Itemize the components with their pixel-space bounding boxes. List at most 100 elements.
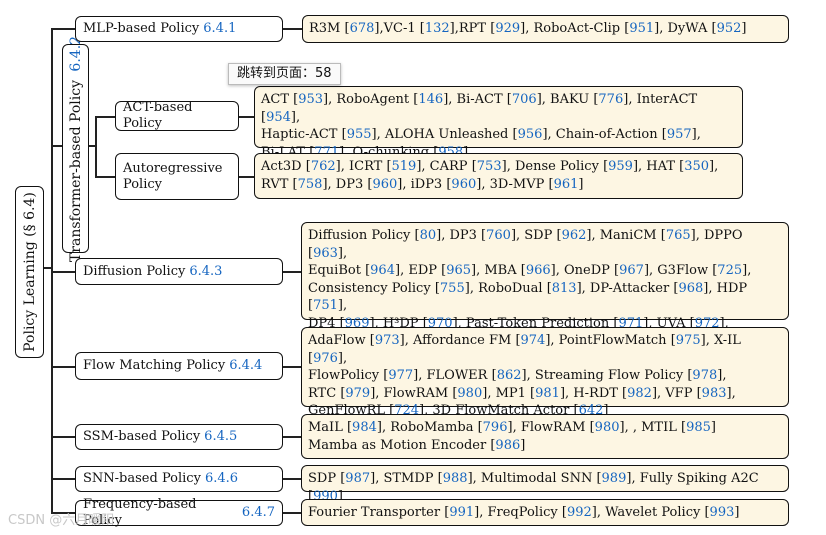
citation-link[interactable]: 967 xyxy=(619,263,644,279)
section-link[interactable]: 6.4.6 xyxy=(204,471,239,486)
citation-link[interactable]: 755 xyxy=(439,280,465,296)
branch-transformer xyxy=(51,145,63,147)
citation-link[interactable]: 519 xyxy=(391,159,417,174)
node-snn: SNN-based Policy 6.4.6 xyxy=(75,466,283,492)
branch-snn xyxy=(51,478,76,480)
leaf-line: Act3D [762], ICRT [519], CARP [753], Den… xyxy=(261,159,719,174)
citation-link[interactable]: 956 xyxy=(517,127,543,143)
citation-link[interactable]: 762 xyxy=(310,159,336,174)
citation-link[interactable]: 964 xyxy=(370,263,395,279)
transformer-connector xyxy=(88,145,96,147)
citation-link[interactable]: 706 xyxy=(511,92,537,107)
leaf-link-act xyxy=(238,116,254,118)
citation-link[interactable]: 962 xyxy=(561,228,587,243)
leaf-line: SDP [987], STMDP [988], Multimodal SNN [… xyxy=(308,471,759,504)
section-link[interactable]: 6.4.1 xyxy=(203,21,237,36)
citation-link[interactable]: 929 xyxy=(495,21,521,36)
citation-link[interactable]: 981 xyxy=(535,385,560,401)
citation-link[interactable]: 982 xyxy=(627,385,652,401)
citation-link[interactable]: 977 xyxy=(388,368,414,384)
citation-link[interactable]: 751 xyxy=(313,298,338,314)
leaf-link-snn xyxy=(282,478,301,480)
citation-link[interactable]: 953 xyxy=(298,92,324,107)
leaf-link-freq xyxy=(282,512,301,514)
citation-link[interactable]: 985 xyxy=(686,420,711,435)
main-trunk-line xyxy=(51,28,53,513)
citation-link[interactable]: 80 xyxy=(419,228,437,243)
leaf-flow: AdaFlow [973], Affordance FM [974], Poin… xyxy=(301,327,789,418)
citation-link[interactable]: 980 xyxy=(594,420,620,435)
node-label: MLP-based Policy xyxy=(83,21,200,36)
citation-link[interactable]: 961 xyxy=(553,176,579,192)
citation-link[interactable]: 975 xyxy=(675,333,701,348)
citation-link[interactable]: 976 xyxy=(313,350,338,366)
citation-link[interactable]: 776 xyxy=(598,92,624,107)
branch-ssm xyxy=(51,436,76,438)
citation-link[interactable]: 991 xyxy=(449,505,475,520)
citation-link[interactable]: 963 xyxy=(313,245,338,261)
citation-link[interactable]: 993 xyxy=(709,505,735,520)
citation-link[interactable]: 968 xyxy=(678,280,704,296)
citation-link[interactable]: 796 xyxy=(482,420,508,435)
section-link[interactable]: 6.4.4 xyxy=(229,358,263,373)
leaf-link-diffusion xyxy=(282,271,301,273)
node-ssm: SSM-based Policy 6.4.5 xyxy=(75,424,283,450)
leaf-link-flow xyxy=(282,366,301,368)
citation-link[interactable]: 979 xyxy=(345,385,371,401)
leaf-line: RVT [758], DP3 [960], iDP3 [960], 3D-MVP… xyxy=(261,176,584,192)
node-label: Autoregressive Policy xyxy=(123,160,223,192)
section-link[interactable]: 6.4.7 xyxy=(241,505,275,520)
citation-link[interactable]: 966 xyxy=(525,263,551,279)
citation-link[interactable]: 758 xyxy=(297,176,323,192)
branch-freq xyxy=(51,512,76,514)
citation-link[interactable]: 973 xyxy=(374,333,400,348)
citation-link[interactable]: 984 xyxy=(352,420,377,435)
citation-link[interactable]: 862 xyxy=(496,368,522,384)
leaf-line: EquiBot [964], EDP [965], MBA [966], One… xyxy=(308,263,752,279)
citation-link[interactable]: 813 xyxy=(551,280,577,296)
node-label: Frequency-based Policy xyxy=(83,497,197,528)
citation-link[interactable]: 678 xyxy=(349,21,375,36)
branch-autoreg xyxy=(95,176,116,178)
leaf-link-mlp xyxy=(282,28,302,30)
citation-link[interactable]: 952 xyxy=(716,21,742,36)
leaf-line: Diffusion Policy [80], DP3 [760], SDP [9… xyxy=(308,228,743,261)
citation-link[interactable]: 146 xyxy=(418,92,444,107)
citation-link[interactable]: 980 xyxy=(457,385,483,401)
citation-link[interactable]: 988 xyxy=(442,471,468,486)
citation-link[interactable]: 954 xyxy=(266,109,291,125)
citation-link[interactable]: 959 xyxy=(608,159,633,174)
citation-link[interactable]: 957 xyxy=(666,127,692,143)
citation-link[interactable]: 951 xyxy=(629,21,655,36)
transformer-title: Transformer-based Policy 6.4.2 xyxy=(68,35,84,261)
leaf-line: RTC [979], FlowRAM [980], MP1 [981], H-R… xyxy=(308,385,736,401)
citation-link[interactable]: 989 xyxy=(601,471,627,486)
citation-link[interactable]: 974 xyxy=(520,333,546,348)
citation-link[interactable]: 955 xyxy=(346,127,372,143)
citation-link[interactable]: 965 xyxy=(446,263,472,279)
watermark: CSDN @六月暖阳 xyxy=(8,513,115,528)
citation-link[interactable]: 983 xyxy=(701,385,727,401)
root-connector-h xyxy=(43,267,51,269)
leaf-line: MaIL [984], RoboMamba [796], FlowRAM [98… xyxy=(308,420,716,435)
section-link[interactable]: 6.4.3 xyxy=(189,263,223,279)
citation-link[interactable]: 753 xyxy=(476,159,502,174)
citation-link[interactable]: 765 xyxy=(665,228,691,243)
citation-link[interactable]: 960 xyxy=(451,176,477,192)
branch-mlp xyxy=(51,28,76,30)
section-link[interactable]: 6.4.5 xyxy=(204,429,238,444)
citation-link[interactable]: 725 xyxy=(717,263,743,279)
citation-link[interactable]: 960 xyxy=(372,176,398,192)
citation-link[interactable]: 986 xyxy=(495,437,521,453)
leaf-line: R3M [678],VC-1 [132],RPT [929], RoboAct-… xyxy=(309,21,747,36)
citation-link[interactable]: 978 xyxy=(692,368,718,384)
citation-link[interactable]: 132 xyxy=(424,21,450,36)
citation-link[interactable]: 760 xyxy=(486,228,511,243)
leaf-freq: Fourier Transporter [991], FreqPolicy [9… xyxy=(301,499,789,526)
citation-link[interactable]: 992 xyxy=(566,505,592,520)
citation-link[interactable]: 987 xyxy=(345,471,371,486)
leaf-line: Mamba as Motion Encoder [986] xyxy=(308,437,526,453)
leaf-line: AdaFlow [973], Affordance FM [974], Poin… xyxy=(308,333,741,366)
node-label: ACT-based Policy xyxy=(123,100,193,131)
citation-link[interactable]: 350 xyxy=(684,159,710,174)
